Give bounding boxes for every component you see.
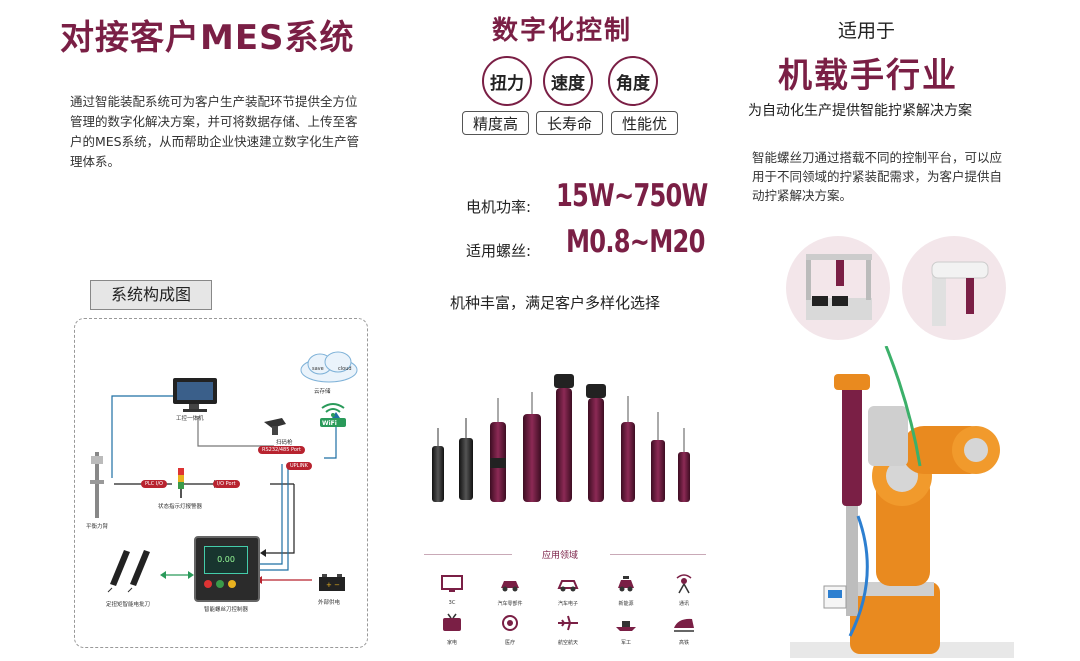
power-spec-label: 电机功率: <box>466 198 532 216</box>
app-label: 航空航天 <box>557 640 578 646</box>
app-label: 家电 <box>446 640 457 646</box>
screw-spec-label: 适用螺丝: <box>466 242 532 260</box>
app-label: 医疗 <box>504 640 515 646</box>
scara-robot-photo <box>902 236 1006 340</box>
new-energy-icon <box>618 576 634 592</box>
tower-light-label: 状态指示灯报警器 <box>158 504 203 510</box>
screwdriver-8 <box>651 412 665 502</box>
screwdriver-4 <box>523 392 541 502</box>
robot-arm-photo <box>790 346 1014 658</box>
screwdriver-6 <box>586 384 606 502</box>
app-label: 汽车电子 <box>557 601 578 607</box>
communication-icon <box>676 574 692 594</box>
workstation-monitor-icon <box>171 376 223 412</box>
app-item: 新能源 <box>598 574 654 607</box>
left-intro-text: 通过智能装配系统可为客户生产装配环节提供全方位管理的数字化解决方案，并可将数据存… <box>70 94 360 169</box>
torque-arm-label: 平衡力臂 <box>86 524 109 530</box>
right-description: 智能螺丝刀通过搭载不同的控制平台，可以应用于不同领域的拧紧装配需求，为客户提供自… <box>752 150 1003 203</box>
svg-text:+ −: + − <box>326 581 340 589</box>
app-item: 高铁 <box>656 613 712 646</box>
right-title: 机载手行业 <box>778 56 958 96</box>
applications-grid: 3C 汽车零部件 汽车电子 新能源 通讯 家电 医疗 航空航天 <box>424 574 714 654</box>
app-item: 汽车电子 <box>540 574 596 607</box>
aerospace-icon <box>558 615 578 631</box>
app-item: 军工 <box>598 613 654 646</box>
cloud-storage-label: 云存储 <box>314 389 331 395</box>
appliance-icon <box>443 613 461 631</box>
wifi-icon <box>318 400 348 428</box>
app-item: 家电 <box>424 613 480 646</box>
cloud-save-text: save <box>312 366 324 372</box>
angle-circle: 角度 <box>608 56 658 106</box>
app-item: 通讯 <box>656 574 712 607</box>
rs-port-badge: RS232/485 Port <box>258 446 305 454</box>
app-label: 高铁 <box>678 640 689 646</box>
app-label: 军工 <box>620 640 631 646</box>
power-spec-value: 15W~750W <box>556 178 708 214</box>
screwdriver-3 <box>490 398 506 502</box>
cloud-icon <box>298 350 360 384</box>
screw-spec-value: M0.8~M20 <box>566 224 705 260</box>
torque-arm-icon <box>88 452 106 522</box>
right-subtitle: 适用于 <box>838 20 896 42</box>
tag-long-life: 长寿命 <box>536 111 603 135</box>
applications-title: 应用领域 <box>541 551 578 561</box>
screwdriver-lineup <box>432 374 690 502</box>
car-electronics-icon <box>557 580 579 592</box>
right-tagline: 为自动化生产提供智能拧紧解决方案 <box>748 103 972 119</box>
scanner-label: 扫码枪 <box>276 440 293 446</box>
screwdriver-1 <box>432 428 444 502</box>
controller-readout: 0.00 <box>217 555 235 564</box>
diagram-label: 系统构成图 <box>90 280 212 310</box>
app-divider-left <box>424 554 512 555</box>
variety-text: 机种丰富，满足客户多样化选择 <box>450 294 661 312</box>
car-parts-icon <box>501 581 519 592</box>
screwdriver-7 <box>621 396 635 502</box>
tag-performance: 性能优 <box>611 111 678 135</box>
app-label: 新能源 <box>618 601 634 607</box>
plc-io-badge: PLC I/O <box>141 480 167 488</box>
app-divider-right <box>610 554 706 555</box>
io-port-badge: I/O Port <box>213 480 240 488</box>
wifi-label: WiFi <box>322 420 337 427</box>
uplink-badge: UPLINK <box>286 462 312 470</box>
desktop-robot-photo <box>786 236 890 340</box>
battery-icon: + − <box>318 574 346 592</box>
screwdriver-9 <box>678 428 690 502</box>
cloud-cloud-text: cloud <box>338 366 352 372</box>
military-icon <box>616 621 636 631</box>
barcode-scanner-icon <box>262 416 290 436</box>
left-title: 对接客户MES系统 <box>60 18 355 58</box>
screwdriver-pair-icon <box>100 544 154 594</box>
speed-circle: 速度 <box>543 56 593 106</box>
app-item: 汽车零部件 <box>482 574 538 607</box>
tag-high-precision: 精度高 <box>462 111 529 135</box>
tv-pc-icon <box>441 575 463 592</box>
power-label: 外部供电 <box>318 600 341 606</box>
high-speed-rail-icon <box>674 618 694 632</box>
tower-light-icon <box>176 468 186 498</box>
app-label: 3C <box>448 600 456 606</box>
screwdriver-2 <box>459 418 473 500</box>
controller-device: 0.00 <box>194 536 260 602</box>
controller-screen: 0.00 <box>204 546 248 574</box>
app-label: 汽车零部件 <box>497 601 523 607</box>
workstation-label: 工控一体机 <box>176 416 204 422</box>
app-item: 航空航天 <box>540 613 596 646</box>
app-label: 通讯 <box>678 601 689 607</box>
screwdriver-5 <box>554 374 574 502</box>
app-item: 医疗 <box>482 613 538 646</box>
medical-icon <box>502 615 518 631</box>
torque-circle: 扭力 <box>482 56 532 106</box>
middle-title: 数字化控制 <box>492 16 633 46</box>
controller-label: 智能螺丝刀控制器 <box>204 607 249 613</box>
app-item: 3C <box>424 574 480 607</box>
screwdrivers-label: 定扭矩智能电批刀 <box>106 602 151 608</box>
